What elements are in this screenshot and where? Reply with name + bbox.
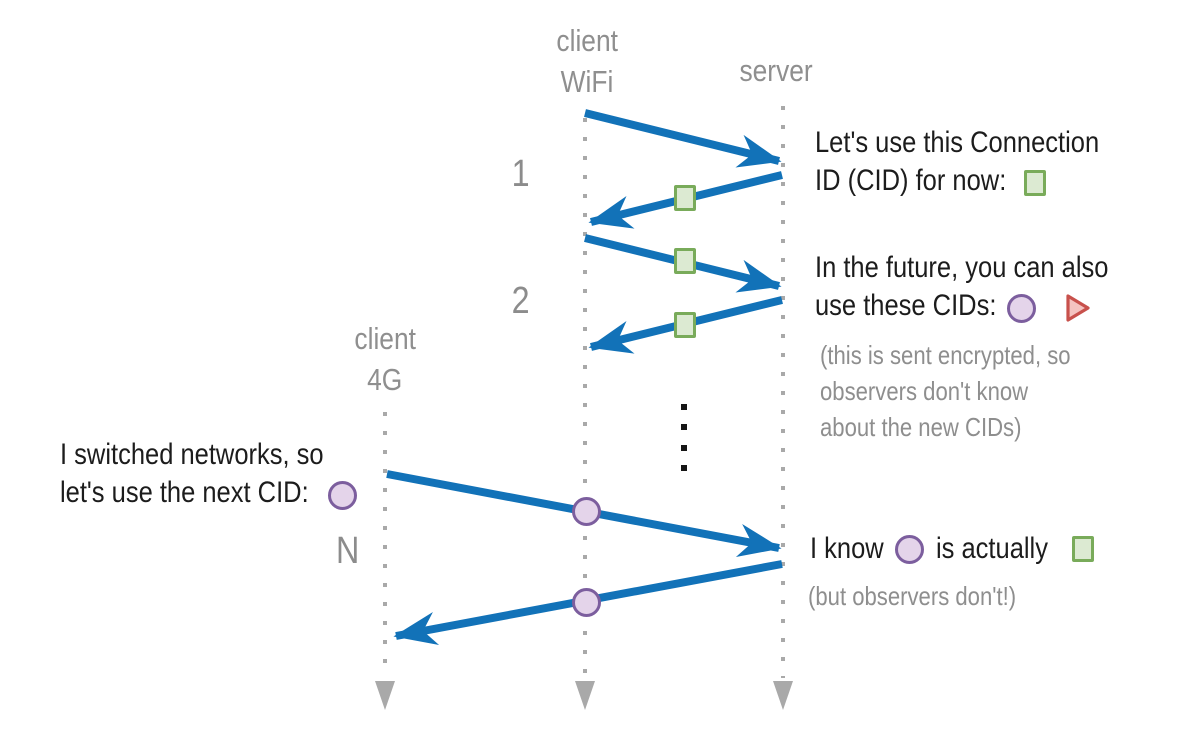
- cid-purple-circle-icon: [572, 588, 601, 617]
- annotation-know-suffix: is actually: [936, 532, 1048, 565]
- annotation-switched-networks: I switched networks, so let's use the ne…: [60, 438, 324, 509]
- cid-red-triangle-icon: [1066, 294, 1090, 322]
- lifeline-arrowhead-server-icon: [773, 681, 793, 710]
- lifeline-arrowhead-4g-icon: [375, 681, 395, 710]
- lifeline-arrowhead-wifi-icon: [575, 681, 595, 710]
- cid-purple-circle-icon: [895, 535, 924, 564]
- annotation-cid-now: Let's use this Connection ID (CID) for n…: [815, 126, 1100, 197]
- cid-green-square-icon: [1072, 536, 1094, 562]
- lifeline-client-4g: [383, 412, 387, 678]
- label-server: server: [739, 53, 813, 88]
- annotation-future-cids: In the future, you can also use these CI…: [815, 251, 1109, 322]
- cid-green-square-icon: [1024, 170, 1046, 196]
- label-client-wifi: client WiFi: [477, 20, 697, 102]
- label-client-4g-line1: client: [354, 321, 416, 356]
- label-client-4g: client 4G: [275, 318, 495, 400]
- round-label-2: 2: [512, 280, 530, 322]
- label-client-wifi-line1: client: [556, 23, 618, 58]
- cid-green-square-icon: [674, 248, 696, 274]
- lifeline-server: [781, 106, 785, 678]
- cid-purple-circle-icon: [572, 497, 601, 526]
- cid-purple-circle-icon: [1007, 294, 1036, 323]
- lifeline-client-wifi: [583, 118, 587, 678]
- annotation-know-prefix: I know: [810, 532, 884, 565]
- label-client-wifi-line2: WiFi: [560, 64, 614, 99]
- annotation-encrypted-note: (this is sent encrypted, so observers do…: [820, 340, 1071, 442]
- cid-green-square-icon: [674, 312, 696, 338]
- label-client-4g-line2: 4G: [367, 362, 403, 397]
- arrow-round1-client-to-server: [584, 109, 782, 168]
- annotation-observers-note: (but observers don't!): [808, 581, 1017, 611]
- cid-purple-circle-icon: [328, 481, 357, 510]
- cid-green-square-icon: [674, 185, 696, 211]
- round-label-n: N: [336, 530, 360, 572]
- round-label-1: 1: [512, 153, 530, 195]
